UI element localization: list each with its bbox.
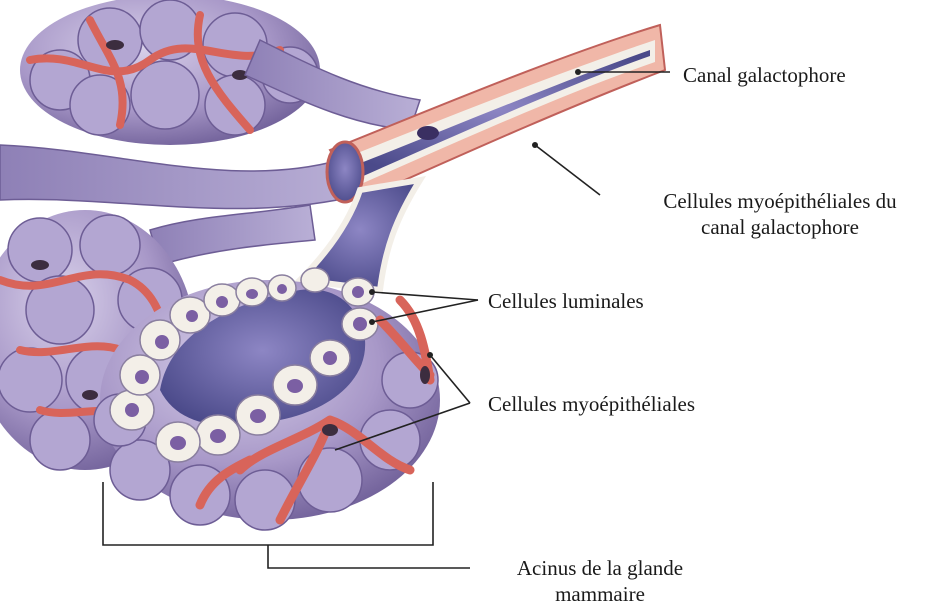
leader-luminal-1 [372,292,478,300]
label-myoepithelial-duct-line1: Cellules myoépithéliales du [622,188,938,214]
leader-luminal-2 [372,300,478,322]
leader-myoepithelial-duct [535,145,600,195]
label-myoepithelial-duct-line2: canal galactophore [622,214,938,240]
label-acinus-line1: Acinus de la glande [480,555,720,581]
label-myoepithelial-cells: Cellules myoépithéliales [488,391,695,417]
leader-acinus [268,545,470,568]
label-canal-galactophore: Canal galactophore [683,62,846,88]
label-luminal-cells: Cellules luminales [488,288,644,314]
label-acinus-line2: mammaire [480,581,720,607]
label-acinus: Acinus de la glande mammaire [480,555,720,607]
label-myoepithelial-duct: Cellules myoépithéliales du canal galact… [622,188,938,240]
